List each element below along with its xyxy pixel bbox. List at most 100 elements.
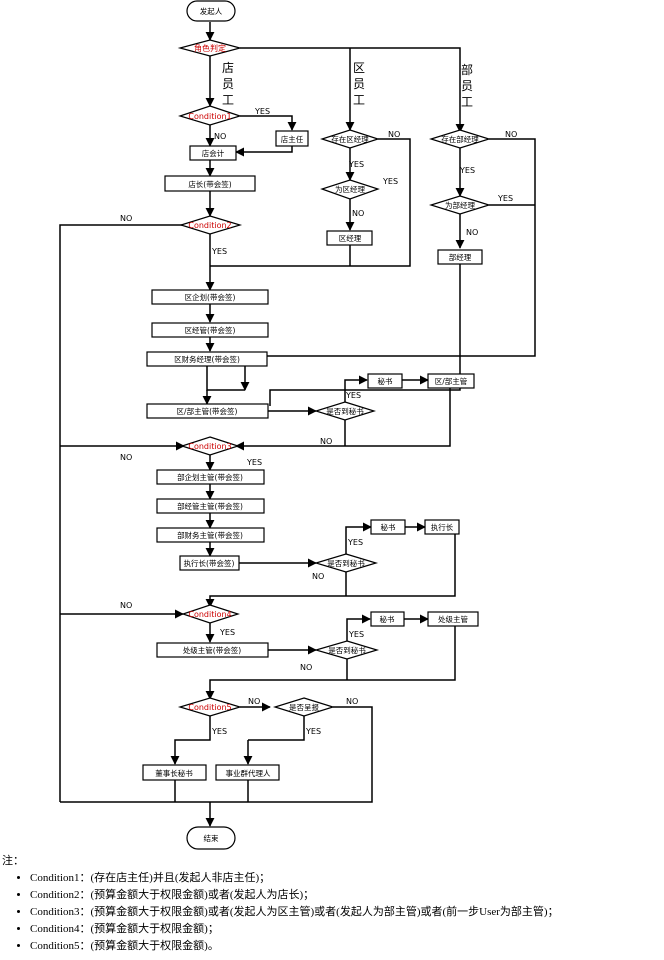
secretary3-no: NO bbox=[300, 663, 312, 672]
district-staff-label: 区 员 工 bbox=[353, 61, 365, 107]
store-staff-label: 店 员 工 bbox=[222, 61, 234, 107]
svg-text:区经理: 区经理 bbox=[339, 233, 362, 243]
is-dept-no: NO bbox=[466, 228, 478, 237]
has-district-yes: YES bbox=[348, 160, 364, 169]
secretary2-node: 秘书 bbox=[370, 519, 406, 535]
svg-text:工: 工 bbox=[461, 95, 473, 109]
svg-text:为部经理: 为部经理 bbox=[445, 200, 475, 210]
svg-text:区财务经理(带会签): 区财务经理(带会签) bbox=[174, 354, 240, 364]
svg-text:事业群代理人: 事业群代理人 bbox=[226, 768, 271, 778]
svg-text:部: 部 bbox=[461, 62, 473, 77]
secretary2-yes: YES bbox=[347, 538, 363, 547]
svg-text:区: 区 bbox=[353, 61, 365, 75]
flowchart: 发起人 角色判定 店 员 工 区 员 工 部 员 工 Condition1 YE… bbox=[59, 0, 536, 850]
is-dept-yes: YES bbox=[497, 194, 513, 203]
secretary1-no: NO bbox=[320, 437, 332, 446]
svg-text:员: 员 bbox=[222, 77, 234, 91]
condition4-decision: Condition4 bbox=[181, 604, 240, 624]
svg-text:秘书: 秘书 bbox=[378, 376, 393, 386]
cond1-no: NO bbox=[214, 132, 226, 141]
has-district-no: NO bbox=[388, 130, 400, 139]
secretary3-node: 秘书 bbox=[370, 611, 405, 627]
svg-text:区/部主管: 区/部主管 bbox=[435, 376, 468, 386]
note-item: Condition3：(预算金额大于权限金额)或者(发起人为区主管)或者(发起人… bbox=[30, 905, 664, 919]
svg-text:Condition4: Condition4 bbox=[188, 610, 231, 619]
svg-text:是否到秘书: 是否到秘书 bbox=[327, 558, 365, 568]
svg-text:为区经理: 为区经理 bbox=[335, 184, 365, 194]
is-district-no: NO bbox=[352, 209, 364, 218]
cond5-no: NO bbox=[248, 697, 260, 706]
svg-text:结束: 结束 bbox=[204, 833, 219, 843]
store-owner-node: 店主任 bbox=[275, 130, 309, 147]
role-decision: 角色判定 bbox=[177, 39, 243, 57]
svg-text:店会计: 店会计 bbox=[202, 148, 225, 158]
svg-text:执行长: 执行长 bbox=[431, 522, 454, 532]
svg-text:店: 店 bbox=[222, 61, 234, 75]
secretary3-yes: YES bbox=[348, 630, 364, 639]
condition3-decision: Condition3 bbox=[180, 436, 240, 456]
svg-text:部财务主管(带会签): 部财务主管(带会签) bbox=[177, 530, 243, 540]
business-agent-node: 事业群代理人 bbox=[215, 764, 280, 781]
district-head-node: 区/部主管(带会签) bbox=[146, 403, 269, 419]
notes-section: 注： Condition1：(存在店主任)并且(发起人非店主任)； Condit… bbox=[0, 852, 664, 956]
svg-text:Condition3: Condition3 bbox=[188, 442, 231, 451]
svg-text:工: 工 bbox=[353, 93, 365, 107]
district-head2-node: 区/部主管 bbox=[427, 373, 475, 389]
svg-text:员: 员 bbox=[353, 77, 365, 91]
cond5-yes: YES bbox=[211, 727, 227, 736]
svg-text:是否到秘书: 是否到秘书 bbox=[328, 645, 366, 655]
has-dept-yes: YES bbox=[459, 166, 475, 175]
svg-text:区/部主管(带会签): 区/部主管(带会签) bbox=[177, 406, 238, 416]
svg-text:处级主管: 处级主管 bbox=[438, 614, 468, 624]
is-district-mgr-decision: 为区经理 bbox=[320, 179, 380, 200]
dept-finance-node: 部财务主管(带会签) bbox=[156, 527, 265, 543]
secretary3-decision: 是否到秘书 bbox=[313, 640, 380, 660]
cond4-no: NO bbox=[120, 601, 132, 610]
svg-text:员: 员 bbox=[461, 79, 473, 93]
svg-text:店主任: 店主任 bbox=[281, 134, 304, 144]
executive2-node: 执行长 bbox=[424, 519, 460, 535]
notes-title: 注： bbox=[2, 855, 24, 867]
svg-text:执行长(带会签): 执行长(带会签) bbox=[184, 558, 235, 568]
division-head2-node: 处级主管 bbox=[427, 611, 479, 627]
cond3-no: NO bbox=[120, 453, 132, 462]
chairman-secretary-node: 董事长秘书 bbox=[142, 764, 207, 781]
store-manager-node: 店长(带会签) bbox=[164, 175, 256, 192]
svg-text:Condition2: Condition2 bbox=[188, 221, 231, 230]
district-planning-node: 区企划(带会签) bbox=[151, 289, 269, 305]
svg-text:区经管(带会签): 区经管(带会签) bbox=[185, 325, 236, 335]
district-finance-node: 区财务经理(带会签) bbox=[146, 351, 268, 367]
start-label: 发起人 bbox=[200, 6, 223, 16]
svg-text:Condition1: Condition1 bbox=[188, 112, 231, 121]
report-yes: YES bbox=[305, 727, 321, 736]
note-item: Condition2：(预算金额大于权限金额)或者(发起人为店长)； bbox=[30, 888, 664, 902]
note-item: Condition1：(存在店主任)并且(发起人非店主任)； bbox=[30, 871, 664, 885]
note-item: Condition4：(预算金额大于权限金额)； bbox=[30, 922, 664, 936]
start-node: 发起人 bbox=[186, 0, 236, 22]
notes-list: Condition1：(存在店主任)并且(发起人非店主任)； Condition… bbox=[0, 871, 664, 953]
svg-text:工: 工 bbox=[222, 93, 234, 107]
svg-text:处级主管(带会签): 处级主管(带会签) bbox=[183, 645, 241, 655]
report-decision: 是否呈报 bbox=[272, 697, 336, 717]
svg-text:部经管主管(带会签): 部经管主管(带会签) bbox=[177, 501, 243, 511]
cond2-yes: YES bbox=[211, 247, 227, 256]
cond4-yes: YES bbox=[219, 628, 235, 637]
svg-text:秘书: 秘书 bbox=[380, 614, 395, 624]
secretary1-node: 秘书 bbox=[367, 373, 403, 389]
svg-text:是否到秘书: 是否到秘书 bbox=[326, 406, 364, 416]
svg-text:秘书: 秘书 bbox=[381, 522, 396, 532]
svg-text:存在部经理: 存在部经理 bbox=[441, 134, 479, 144]
condition2-decision: Condition2 bbox=[178, 215, 243, 235]
division-head-node: 处级主管(带会签) bbox=[156, 642, 269, 658]
dept-ops-node: 部经管主管(带会签) bbox=[156, 498, 265, 514]
svg-text:部企划主管(带会签): 部企划主管(带会签) bbox=[177, 472, 243, 482]
has-dept-mgr-decision: 存在部经理 bbox=[428, 129, 492, 149]
dept-mgr-node: 部经理 bbox=[437, 249, 483, 265]
district-mgr-node: 区经理 bbox=[326, 230, 373, 246]
svg-text:店长(带会签): 店长(带会签) bbox=[188, 179, 231, 189]
cond2-no: NO bbox=[120, 214, 132, 223]
dept-staff-label: 部 员 工 bbox=[461, 62, 473, 109]
report-no: NO bbox=[346, 697, 358, 706]
is-dept-mgr-decision: 为部经理 bbox=[428, 195, 492, 215]
is-district-yes: YES bbox=[382, 177, 398, 186]
